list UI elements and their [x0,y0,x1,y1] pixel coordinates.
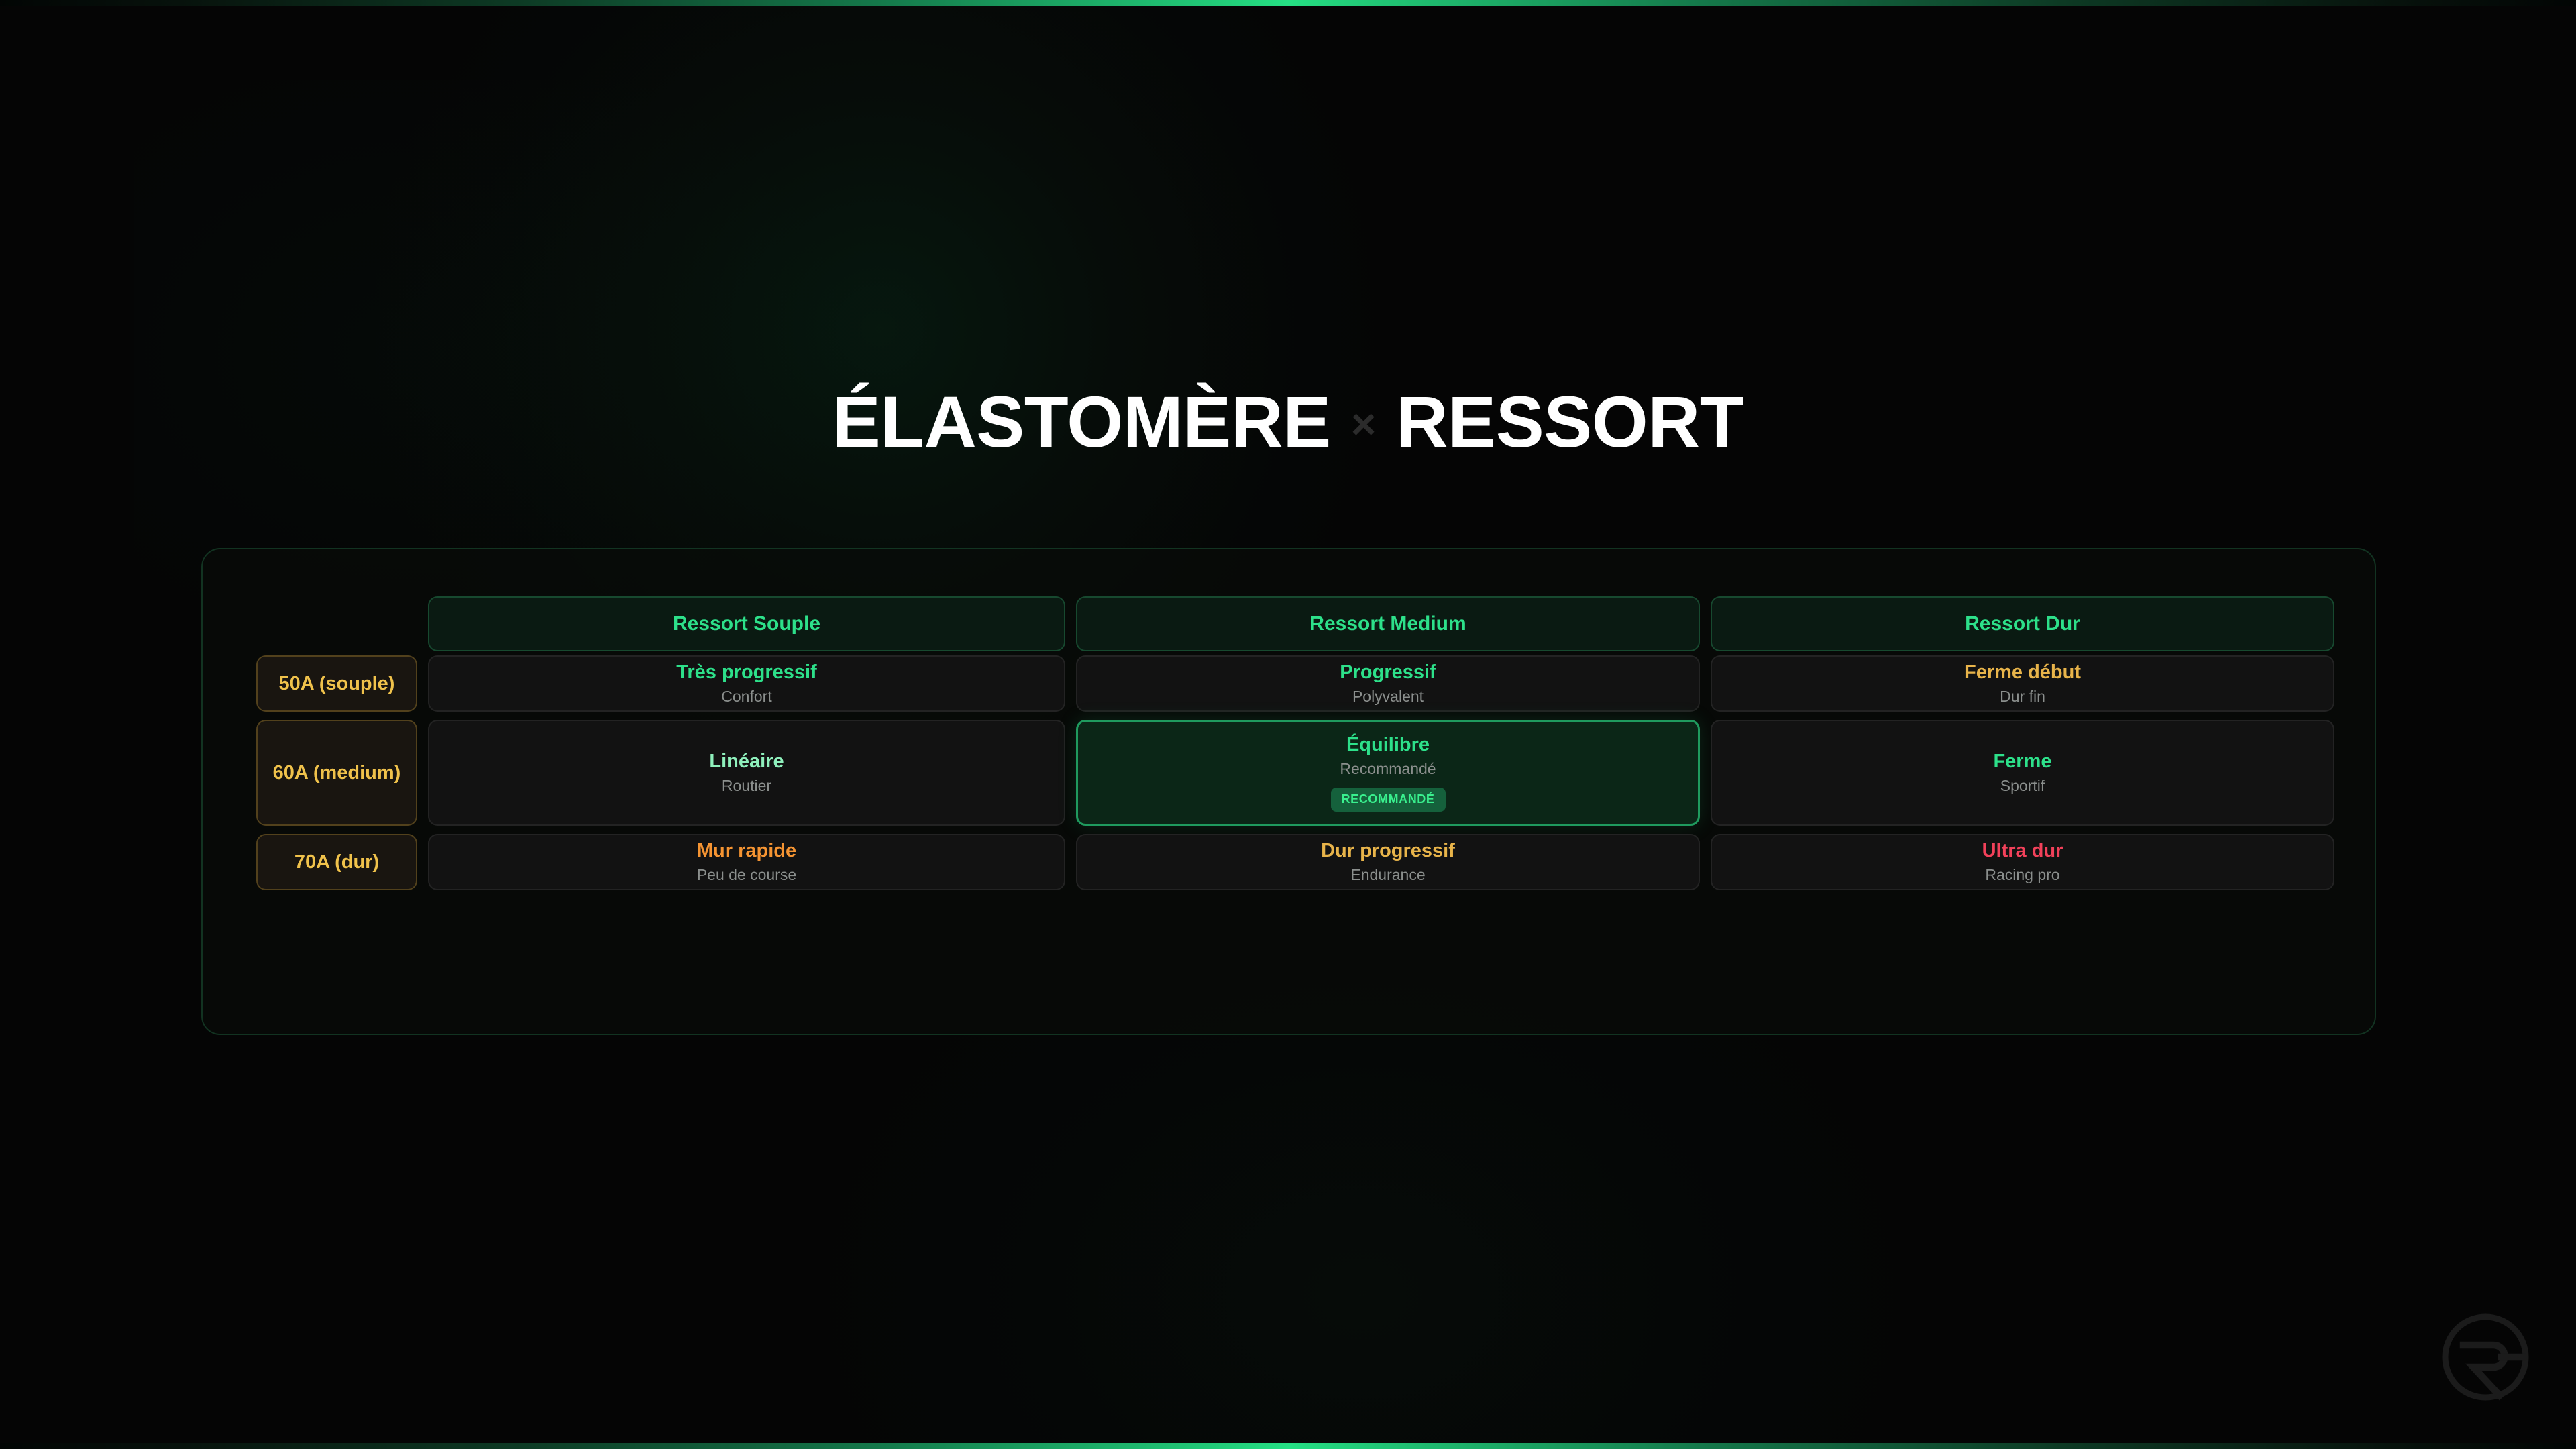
cell-title: Équilibre [1346,734,1430,756]
top-accent-bar [0,0,2576,6]
title-cross-icon: × [1350,400,1376,448]
cell-title: Linéaire [709,751,784,773]
cell-subtitle: Polyvalent [1352,688,1424,706]
matrix-corner-spacer [256,596,417,651]
title-left-word: ÉLASTOMÈRE [832,381,1332,462]
column-header-3: Ressort Dur [1711,596,2334,651]
cell-title: Ferme [1993,751,2052,773]
cell-title: Très progressif [676,661,817,684]
column-header-1: Ressort Souple [428,596,1065,651]
cell-subtitle: Peu de course [696,866,797,884]
cell-subtitle: Recommandé [1340,760,1436,778]
cell-subtitle: Routier [721,777,772,795]
title-right-word: RESSORT [1395,381,1744,462]
page-title: ÉLASTOMÈRE × RESSORT [0,386,2576,458]
cell-subtitle: Confort [721,688,772,706]
bottom-accent-bar [0,1443,2576,1449]
cell-subtitle: Sportif [2000,777,2045,795]
column-header-2: Ressort Medium [1076,596,1700,651]
row-label-1: 50A (souple) [256,655,417,712]
cell-title: Dur progressif [1321,840,1455,862]
recommended-badge: RECOMMANDÉ [1330,787,1446,812]
cell-title: Progressif [1340,661,1436,684]
cell-title: Ferme début [1964,661,2082,684]
cell-title: Ultra dur [1982,840,2063,862]
cell-subtitle: Endurance [1350,866,1426,884]
rg-monogram-logo [2435,1307,2536,1407]
row-label-3: 70A (dur) [256,834,417,890]
cell-title: Mur rapide [696,840,797,862]
row-label-2: 60A (medium) [256,720,417,826]
cell-subtitle: Dur fin [2000,688,2045,706]
cell-subtitle: Racing pro [1985,866,2060,884]
